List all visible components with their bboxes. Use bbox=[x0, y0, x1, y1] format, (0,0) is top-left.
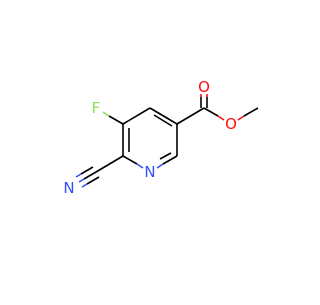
bond-triple-2a bbox=[80, 166, 94, 175]
bond-triple-1b bbox=[78, 178, 85, 183]
bond-c6-n-b bbox=[156, 163, 164, 169]
bond-o-ch3-a bbox=[237, 115, 245, 121]
bond-c6-n-a bbox=[162, 155, 178, 165]
bond-c2-cnitrile bbox=[95, 155, 124, 173]
pyridine-ring bbox=[122, 107, 178, 169]
bond-o-ch3-b bbox=[243, 107, 259, 117]
atom-label-ester-oxygen: O bbox=[225, 115, 237, 133]
bond-triple-1a bbox=[83, 171, 97, 180]
structure-diagram: O O F N N bbox=[63, 78, 259, 197]
bond-n-c2-b bbox=[122, 155, 138, 165]
bond-c3-c4 bbox=[122, 107, 151, 125]
bond-c3-f-b bbox=[102, 111, 110, 117]
bond-c4-c5 bbox=[149, 107, 178, 125]
bond-c-osingle-a bbox=[203, 107, 219, 117]
bond-triple-2b bbox=[75, 173, 82, 178]
bond-n-c2-a bbox=[136, 163, 144, 169]
nitrile-group bbox=[75, 155, 124, 188]
bond-c5-ccarbonyl bbox=[176, 107, 205, 125]
bond-c-osingle-b bbox=[217, 115, 225, 121]
ester-group bbox=[176, 94, 259, 125]
atom-label-carbonyl-oxygen: O bbox=[198, 78, 210, 96]
fluoro-group bbox=[102, 111, 124, 125]
bond-c3-f-a bbox=[108, 115, 124, 125]
molecule-canvas: O O F N N bbox=[63, 78, 259, 197]
bond-triple-3b bbox=[81, 183, 88, 188]
bond-c6-n-inner-a bbox=[159, 152, 172, 160]
atom-label-fluorine: F bbox=[92, 99, 101, 117]
atom-labels: O O F N N bbox=[63, 78, 237, 197]
atom-label-ring-nitrogen: N bbox=[144, 163, 155, 181]
atom-label-nitrile-nitrogen: N bbox=[63, 179, 74, 197]
bond-c4-c5-inner bbox=[153, 114, 173, 127]
bond-triple-3a bbox=[86, 176, 100, 185]
